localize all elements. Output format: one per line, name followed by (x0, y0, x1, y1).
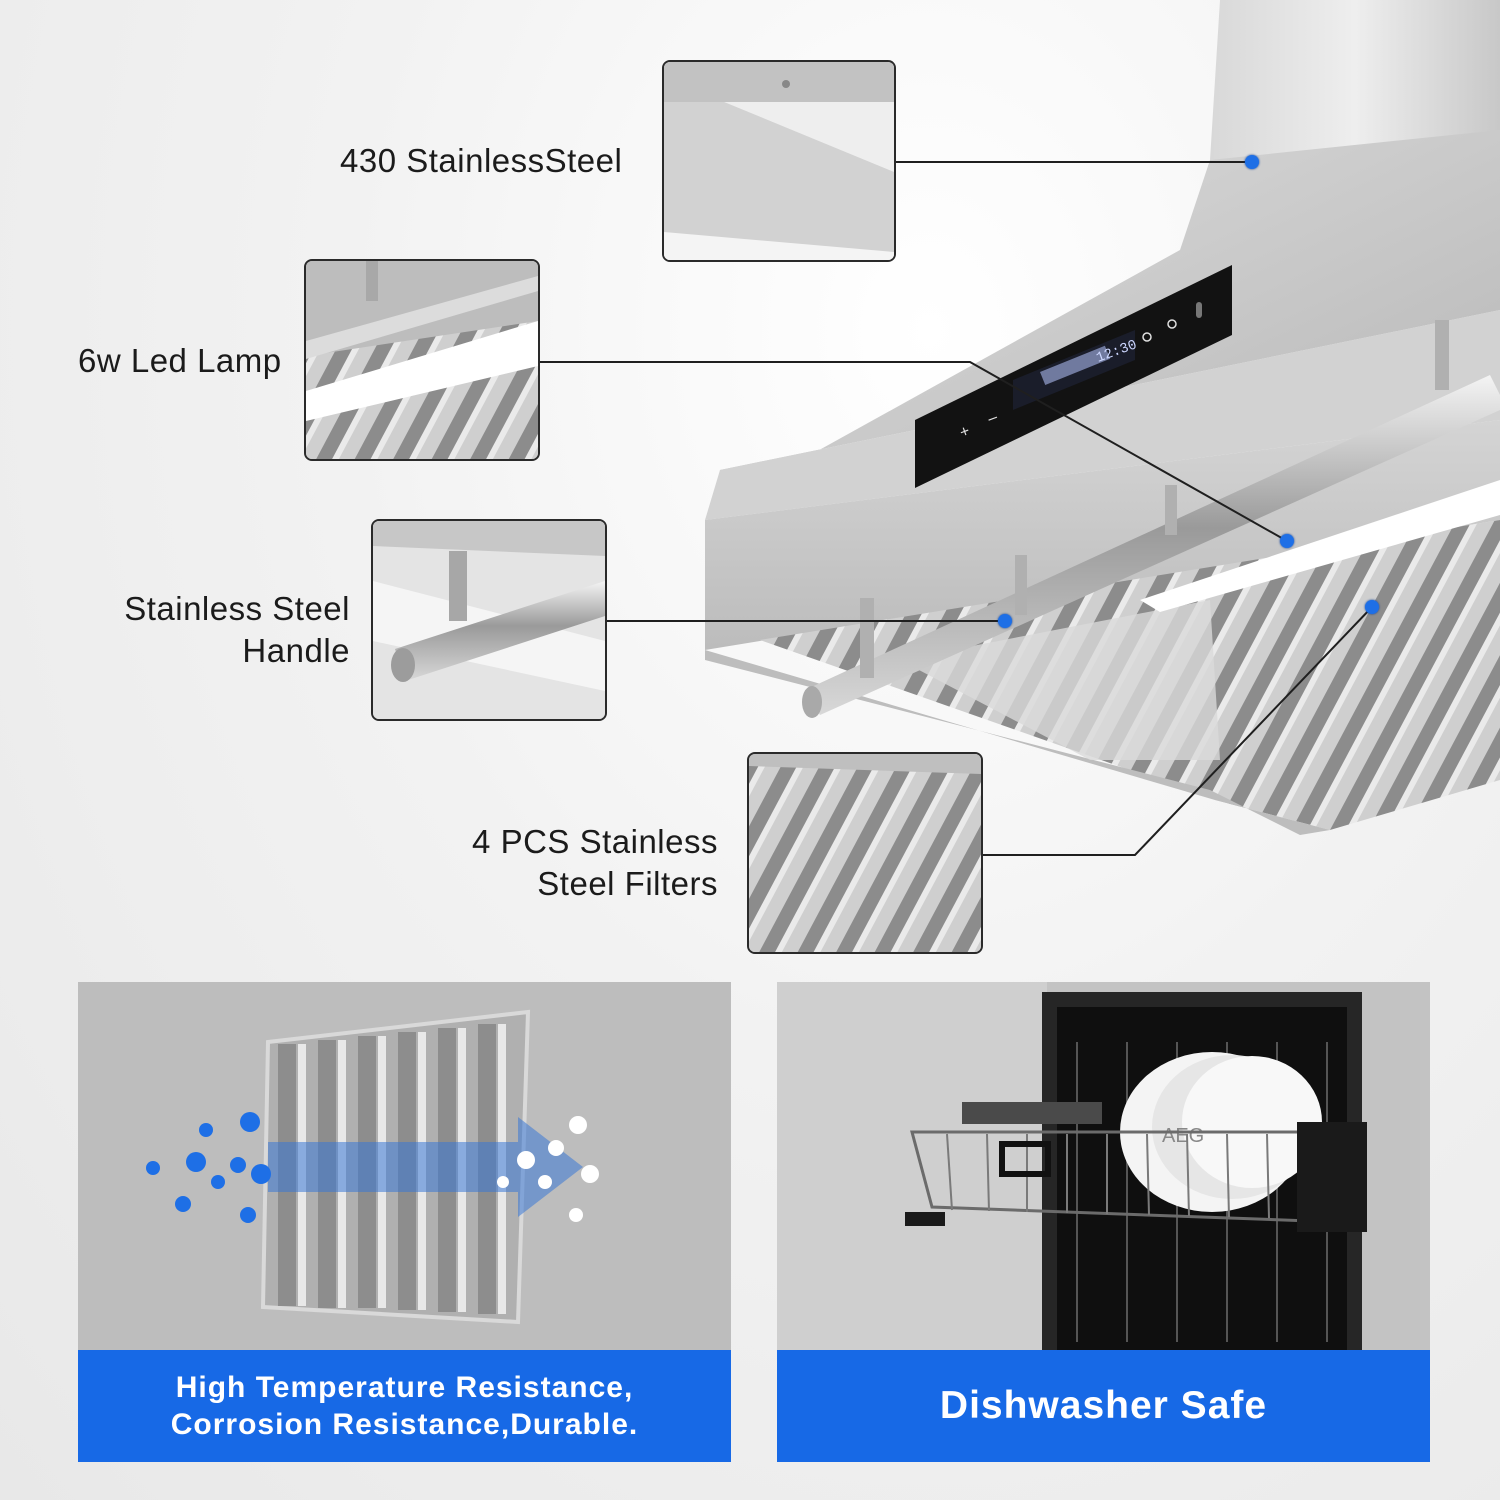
steel-callout-label: 430 StainlessSteel (340, 142, 623, 179)
filters-detail-thumbnail (747, 752, 983, 954)
dishwasher-banner: Dishwasher Safe (777, 1350, 1430, 1462)
filter-airflow-photo (78, 982, 731, 1350)
range-hood-illustration: 12:30 + – (538, 0, 1500, 856)
lamp-callout-dot (1280, 534, 1294, 548)
steel-callout-dot (1245, 155, 1259, 169)
lamp-callout-label: 6w Led Lamp (78, 342, 282, 379)
handle-callout-dot (998, 614, 1012, 628)
steel-detail-thumbnail (662, 60, 896, 262)
durability-panel: High Temperature Resistance, Corrosion R… (78, 982, 731, 1462)
handle-callout-label: Stainless Steel Handle (124, 590, 350, 669)
dishwasher-brand-text: AEG (1162, 1125, 1204, 1147)
filters-callout-dot (1365, 600, 1379, 614)
lamp-detail-thumbnail (304, 259, 540, 461)
filters-callout-label: 4 PCS Stainless Steel Filters (472, 823, 718, 902)
durability-banner: High Temperature Resistance, Corrosion R… (78, 1350, 731, 1462)
dishwasher-panel: AEG Dishwasher Safe (777, 982, 1430, 1462)
dishwasher-photo: AEG (777, 982, 1430, 1350)
handle-detail-thumbnail (371, 519, 607, 721)
